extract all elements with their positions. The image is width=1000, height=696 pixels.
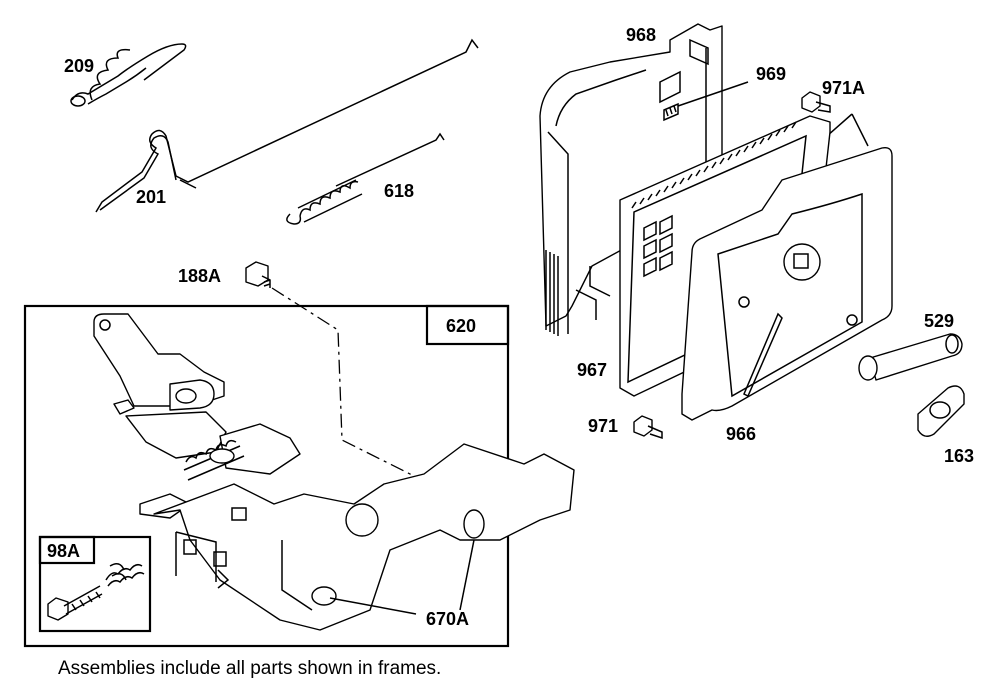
label-966: 966 — [726, 424, 756, 444]
part-98A-screw-and-spring — [47, 563, 145, 621]
label-201: 201 — [136, 187, 166, 207]
part-201-link-rod — [95, 38, 479, 213]
label-209: 209 — [64, 56, 94, 76]
label-98A: 98A — [47, 541, 80, 561]
leader-670A-1 — [459, 539, 475, 611]
label-971A: 971A — [822, 78, 865, 98]
part-971-screw — [633, 415, 663, 440]
label-971: 971 — [588, 416, 618, 436]
part-529-breather-tube — [858, 333, 963, 381]
part-188A-screw — [245, 261, 271, 288]
label-529: 529 — [924, 311, 954, 331]
part-968-air-cleaner-base — [539, 23, 723, 336]
label-163: 163 — [944, 446, 974, 466]
part-163-gasket — [917, 385, 965, 437]
part-966-cover — [681, 146, 893, 421]
frame-98A-tag — [38, 535, 96, 565]
label-967: 967 — [577, 360, 607, 380]
part-620-control-bracket — [93, 313, 575, 631]
alignment-line — [271, 287, 463, 501]
leader-670A-2 — [329, 597, 417, 615]
part-209-spring — [70, 43, 187, 107]
part-969-screw — [663, 81, 749, 122]
label-618: 618 — [384, 181, 414, 201]
label-620: 620 — [446, 316, 476, 336]
label-188A: 188A — [178, 266, 221, 286]
frame-620-tag — [425, 304, 510, 346]
part-618-governor-spring — [286, 132, 445, 225]
label-969: 969 — [756, 64, 786, 84]
label-968: 968 — [626, 25, 656, 45]
label-670A: 670A — [426, 609, 469, 629]
caption: Assemblies include all parts shown in fr… — [58, 658, 441, 679]
